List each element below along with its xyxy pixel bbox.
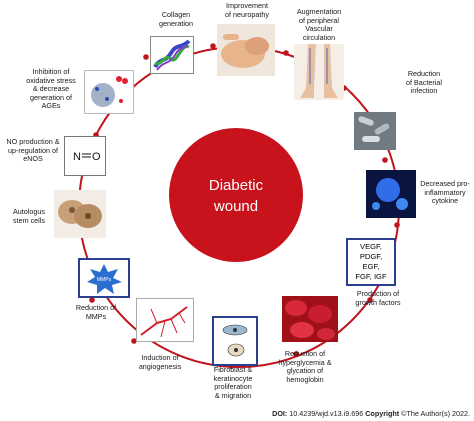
virus-cytokine-icon — [372, 178, 408, 210]
ring-dot — [89, 297, 95, 303]
collagen-image — [150, 36, 194, 74]
ring-dot — [382, 157, 388, 163]
foot-hand-icon — [221, 34, 269, 68]
growth-factors-box: VEGF, PDGF, EGF, FGF, IGF — [346, 238, 396, 286]
hemoglobin-image — [282, 296, 338, 342]
stem-cells-icon — [58, 200, 102, 228]
ring-dot — [143, 54, 149, 60]
fibroblast-cells-icon — [222, 324, 248, 357]
doi-value: 10.4239/wjd.v13.i9.696 — [289, 409, 364, 418]
copyright-value: ©The Author(s) 2022. — [401, 409, 470, 418]
footer-doi: DOI: 10.4239/wjd.v13.i9.696 Copyright ©T… — [0, 409, 470, 418]
no-molecule-icon: N O — [73, 151, 101, 163]
stem-cells-image — [54, 190, 106, 238]
oxidative-molecules-icon — [91, 76, 128, 107]
copyright-label: Copyright — [365, 409, 400, 418]
mmp-badge-text: MMPs — [97, 277, 112, 283]
fibroblast-image — [212, 316, 258, 366]
cytokine-image — [366, 170, 416, 218]
neuropathy-image — [217, 24, 275, 76]
ring-dot — [293, 351, 299, 357]
ring-dot — [394, 222, 400, 228]
blood-vessels-icon — [140, 306, 188, 338]
center-title-line2: wound — [213, 198, 258, 215]
ring-dot — [283, 50, 289, 56]
oxidative-image — [84, 70, 134, 114]
center-circle — [169, 128, 303, 262]
center-title-line1: Diabetic — [209, 177, 264, 194]
mmps-image: MMPs — [78, 258, 130, 298]
no-right-letter: O — [92, 151, 101, 163]
no-left-letter: N — [73, 151, 81, 163]
no-molecule-box: N O — [64, 136, 106, 176]
mmp-burst-icon: MMPs — [87, 264, 122, 294]
angiogenesis-image — [136, 298, 194, 342]
ring-dot — [210, 43, 216, 49]
circulation-image — [294, 44, 344, 100]
bacteria-icon — [358, 116, 390, 142]
legs-veins-icon — [300, 44, 338, 98]
ring-dot — [367, 297, 373, 303]
doi-label: DOI: — [272, 409, 288, 418]
red-blood-cells-icon — [285, 300, 335, 340]
ring-dot — [131, 338, 137, 344]
collagen-helix-icon — [153, 39, 191, 71]
bacterial-image — [354, 112, 396, 150]
